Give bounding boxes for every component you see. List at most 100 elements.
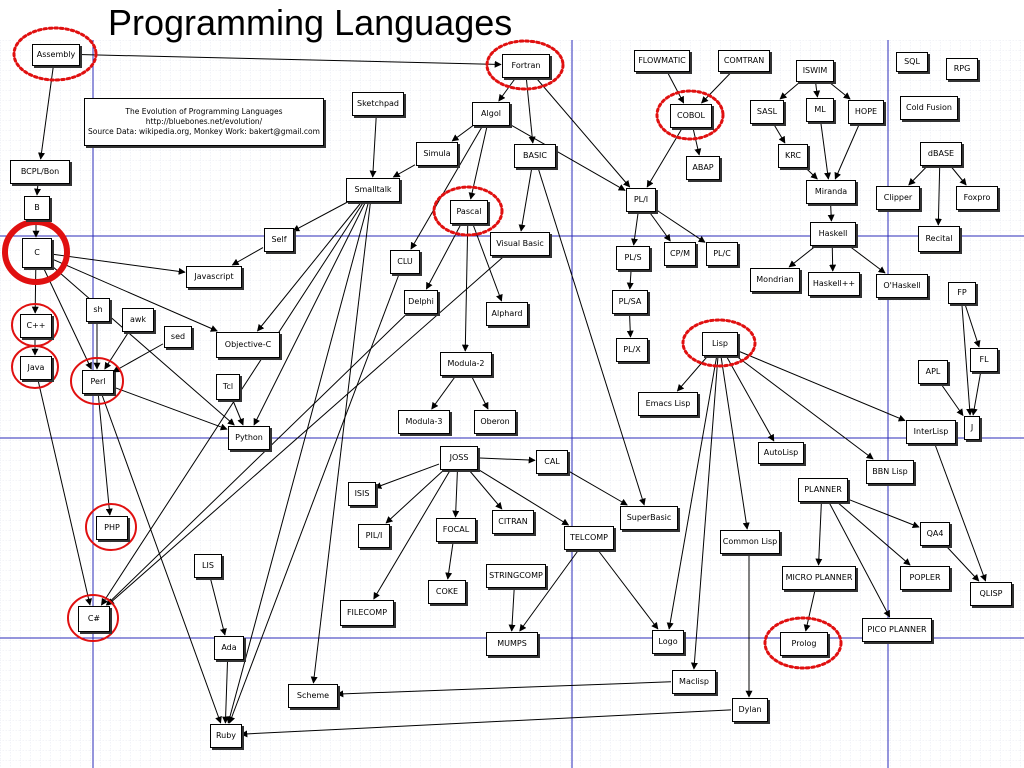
node-picoplanner: PICO PLANNER bbox=[862, 618, 932, 642]
edge-cal-to-superbasic bbox=[566, 469, 628, 506]
node-alphard: Alphard bbox=[486, 302, 528, 326]
edge-pl1-to-plc bbox=[654, 208, 706, 243]
node-planner: PLANNER bbox=[798, 478, 848, 502]
edge-java-to-csharp bbox=[37, 378, 92, 606]
node-dylan: Dylan bbox=[732, 698, 768, 722]
node-cpp: C++ bbox=[20, 314, 52, 338]
highlight-ring-csharp bbox=[67, 594, 119, 642]
edge-focal-to-coke bbox=[445, 540, 454, 580]
edge-pascal-to-alphard bbox=[472, 222, 503, 302]
node-plc: PL/C bbox=[706, 242, 738, 266]
edge-dylan-to-ruby bbox=[240, 709, 732, 738]
node-sasl: SASL bbox=[750, 100, 784, 124]
edge-joss-to-isis bbox=[374, 463, 440, 489]
edge-sasl-to-krc bbox=[772, 122, 786, 144]
edge-iswim-to-ml bbox=[813, 80, 821, 98]
edge-sed-to-perl bbox=[112, 343, 164, 373]
node-miranda: Miranda bbox=[806, 180, 856, 204]
node-interlisp: InterLisp bbox=[906, 420, 956, 444]
edge-hope-to-miranda bbox=[834, 122, 861, 180]
edge-flowmatic-to-cobol bbox=[666, 70, 685, 104]
info-line-2: http://bluebones.net/evolution/ bbox=[145, 116, 263, 126]
edge-joss-to-telcomp bbox=[476, 468, 570, 526]
node-commonlisp: Common Lisp bbox=[720, 530, 780, 554]
node-algol: Algol bbox=[472, 102, 510, 126]
edge-dbase-to-recital bbox=[934, 164, 942, 226]
node-ada: Ada bbox=[214, 636, 244, 660]
node-iswim: ISWIM bbox=[796, 60, 834, 82]
node-hope: HOPE bbox=[848, 100, 884, 124]
node-citran: CITRAN bbox=[492, 510, 534, 534]
node-ohaskell: O'Haskell bbox=[876, 274, 928, 298]
node-emacslisp: Emacs Lisp bbox=[638, 392, 698, 416]
edge-fp-to-fl bbox=[964, 302, 981, 348]
node-j: J bbox=[964, 416, 980, 440]
node-dbase: dBASE bbox=[920, 142, 962, 166]
node-basic: BASIC bbox=[514, 144, 556, 168]
edge-c-to-cpp bbox=[31, 266, 39, 314]
edge-pl1-to-cpm bbox=[648, 210, 671, 242]
edge-visualbasic-to-csharp bbox=[107, 254, 506, 606]
edge-stringcomp-to-mumps bbox=[508, 586, 516, 632]
node-simula: Simula bbox=[416, 142, 458, 166]
node-python: Python bbox=[228, 426, 270, 450]
edge-smalltalk-to-objc bbox=[257, 200, 363, 332]
edge-modula2-to-oberon bbox=[470, 374, 489, 410]
node-cpm: CP/M bbox=[664, 242, 696, 266]
highlight-ring-php bbox=[85, 503, 137, 551]
node-lisp: Lisp bbox=[702, 332, 738, 356]
info-box: The Evolution of Programming Languages h… bbox=[84, 98, 324, 146]
edge-cobol-to-abap bbox=[692, 126, 702, 156]
edge-maclisp-to-scheme bbox=[336, 681, 672, 698]
highlight-rings-layer bbox=[2, 26, 843, 670]
edge-fp-to-j bbox=[961, 302, 974, 416]
node-fl: FL bbox=[970, 348, 998, 372]
node-cobol: COBOL bbox=[670, 104, 712, 128]
edge-sketchpad-to-smalltalk bbox=[369, 114, 377, 178]
slide-title: Programming Languages bbox=[108, 2, 513, 43]
node-joss: JOSS bbox=[440, 446, 478, 470]
node-pl1: PL/I bbox=[626, 188, 656, 212]
edge-lis-to-ada bbox=[209, 576, 227, 636]
edge-haskell-to-haskellpp bbox=[829, 244, 837, 272]
edge-microplanner-to-prolog bbox=[803, 588, 816, 632]
info-line-3: Source Data: wikipedia.org, Monkey Work:… bbox=[88, 127, 320, 137]
highlight-ring-prolog bbox=[763, 616, 843, 670]
edge-comtran-to-cobol bbox=[701, 70, 733, 104]
edge-fortran-to-pl1 bbox=[534, 76, 631, 188]
node-java: Java bbox=[20, 356, 52, 380]
edge-haskell-to-ohaskell bbox=[847, 244, 886, 274]
edge-lisp-to-interlisp bbox=[736, 350, 906, 422]
node-sql: SQL bbox=[896, 52, 928, 72]
node-ruby: Ruby bbox=[210, 724, 242, 748]
node-pls: PL/S bbox=[616, 246, 650, 270]
edge-lisp-to-maclisp bbox=[690, 354, 719, 670]
node-coldfusion: Cold Fusion bbox=[900, 96, 958, 120]
node-plsa: PL/SA bbox=[612, 290, 648, 314]
node-awk: awk bbox=[122, 308, 154, 332]
node-coke: COKE bbox=[428, 580, 466, 604]
node-rpg: RPG bbox=[946, 58, 978, 80]
edge-qa4-to-qlisp bbox=[944, 544, 980, 582]
edge-lisp-to-logo bbox=[666, 354, 718, 630]
edge-bcpl-to-b bbox=[34, 182, 42, 196]
edge-joss-to-cal bbox=[476, 456, 536, 464]
node-scheme: Scheme bbox=[288, 684, 338, 708]
edge-miranda-to-haskell bbox=[827, 202, 835, 222]
edge-planner-to-popler bbox=[835, 500, 911, 566]
node-bcpl: BCPL/Bon bbox=[10, 160, 70, 184]
edge-smalltalk-to-python bbox=[253, 200, 367, 426]
edge-telcomp-to-logo bbox=[596, 548, 659, 630]
edge-krc-to-miranda bbox=[804, 166, 818, 180]
edge-planner-to-qa4 bbox=[846, 498, 920, 529]
edge-haskell-to-mondrian bbox=[788, 244, 818, 268]
edge-basic-to-visualbasic bbox=[518, 166, 533, 232]
edge-planner-to-microplanner bbox=[815, 500, 823, 566]
highlight-ring-cobol bbox=[655, 89, 725, 141]
edge-delphi-to-csharp bbox=[105, 312, 408, 606]
node-assembly: Assembly bbox=[32, 44, 80, 66]
node-plx: PL/X bbox=[616, 338, 648, 362]
node-sh: sh bbox=[86, 298, 110, 322]
edge-assembly-to-fortran bbox=[78, 54, 502, 68]
edge-c-to-perl bbox=[42, 266, 92, 370]
